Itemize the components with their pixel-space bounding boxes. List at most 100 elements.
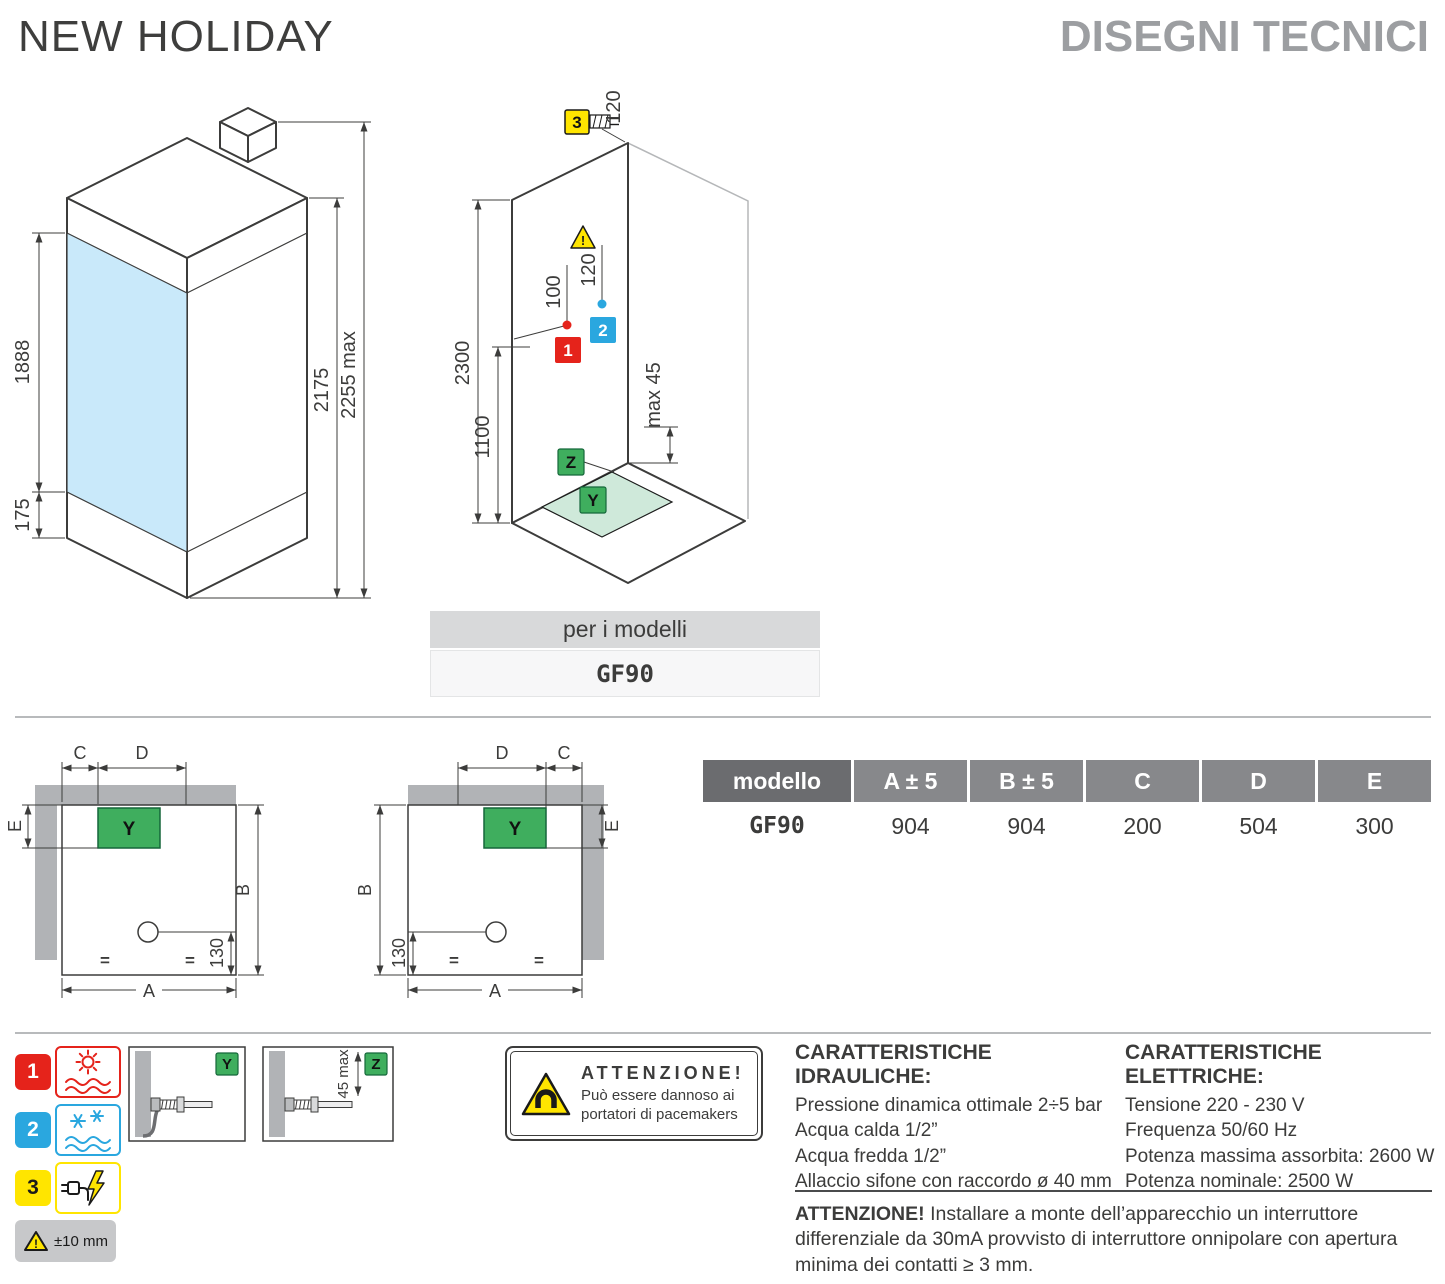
marker-power-label: 3	[572, 113, 581, 132]
hydraulic-title: CARATTERISTICHE IDRAULICHE:	[795, 1041, 992, 1088]
wall-top	[408, 785, 589, 805]
plan-view-right: Y D C E B 130 =	[355, 743, 622, 1001]
hydraulic-line: Pressione dinamica ottimale 2÷5 bar	[795, 1095, 1103, 1116]
dim-e: E	[5, 804, 98, 849]
spec-table-row: GF90 904 904 200 504 300	[703, 802, 1431, 850]
wall-right	[582, 785, 604, 960]
hydraulic-line: Allaccio sifone con raccordo ø 40 mm	[795, 1171, 1112, 1193]
dim-a-label: A	[143, 981, 155, 1001]
dim-a: A	[61, 978, 237, 1001]
cold-water-badge: 2	[15, 1112, 51, 1148]
dim-a-label: A	[489, 981, 501, 1001]
col-header-a: A ± 5	[854, 760, 967, 802]
dim-total-height: 2175	[190, 197, 371, 599]
dim-c-label: C	[74, 743, 87, 763]
dim-b-label: B	[233, 884, 253, 896]
electrical-line: Frequenza 50/60 Hz	[1125, 1120, 1298, 1142]
cabin-body	[66, 107, 308, 599]
col-header-c: C	[1086, 760, 1199, 802]
power-connection-symbol	[589, 114, 626, 143]
tolerance-warning-mark: !	[34, 1237, 38, 1251]
divider-top	[15, 716, 1431, 718]
installation-warning-lead: ATTENZIONE!	[795, 1203, 925, 1225]
dim-c-label: C	[558, 743, 571, 763]
legend-cold-water: 2	[15, 1104, 121, 1156]
hydraulic-features: CARATTERISTICHE IDRAULICHE: Pressione di…	[795, 1041, 1120, 1195]
dim-d: D	[457, 743, 547, 808]
electrical-title: CARATTERISTICHE ELETTRICHE:	[1125, 1041, 1322, 1088]
col-header-modello: modello	[703, 760, 851, 802]
marker-drain: Z	[557, 448, 585, 476]
dim-outlet-height-label: 1100	[472, 415, 494, 458]
electrical-line: Potenza nominale: 2500 W	[1125, 1171, 1354, 1193]
cell-e: 300	[1318, 802, 1431, 850]
power-badge: 3	[15, 1170, 51, 1206]
hot-water-icon	[65, 1049, 111, 1094]
installation-warning-text: Installare a monte dell’apparecchio un i…	[795, 1203, 1398, 1276]
attention-line2: portatori di pacemakers	[581, 1105, 738, 1123]
plan-view-left: Y C D E B 130 =	[5, 743, 264, 1001]
marker-drain-label: Z	[566, 453, 576, 472]
hydraulic-line: Acqua calda 1/2”	[795, 1120, 938, 1142]
dim-cold-offset: 120	[578, 245, 603, 302]
model-name-bar: GF90	[430, 650, 820, 697]
divider-warning	[795, 1190, 1432, 1192]
drain-hole	[485, 921, 507, 943]
marker-cold-label: 2	[598, 321, 607, 340]
hydraulic-line: Acqua fredda 1/2”	[795, 1145, 947, 1167]
attention-title: ATTENZIONE!	[581, 1063, 745, 1084]
drain-leader-line	[583, 461, 615, 473]
dim-hot-offset: 100	[543, 265, 568, 323]
wall-section	[135, 1051, 151, 1137]
col-header-e: E	[1318, 760, 1431, 802]
cell-c: 200	[1086, 802, 1199, 850]
tray-connection-detail: Y	[128, 1046, 246, 1142]
wall-top	[55, 785, 236, 805]
dim-cold-offset-label: 120	[578, 253, 600, 286]
hot-feed-line	[513, 325, 565, 340]
magnet-warning-icon	[521, 1072, 571, 1115]
legend: 1 2	[15, 1046, 121, 1262]
dim-drain-label: 130	[207, 938, 227, 968]
hot-water-icon-box	[55, 1046, 121, 1098]
warning-mark: !	[581, 233, 585, 248]
drain-connection-detail: 45 max Z	[262, 1046, 394, 1142]
dim-hot-offset-label: 100	[543, 275, 565, 308]
dim-b: B	[355, 804, 406, 976]
dim-drain: 130	[158, 931, 236, 975]
marker-tray: Y	[579, 486, 607, 514]
dim-d: D	[98, 743, 187, 805]
wall-section	[269, 1051, 285, 1137]
dim-e-label: E	[602, 820, 622, 832]
electrical-features: CARATTERISTICHE ELETTRICHE: Tensione 220…	[1125, 1041, 1435, 1195]
tolerance-label: ±10 mm	[53, 1232, 109, 1250]
dim-base-height: 175	[12, 492, 65, 539]
installation-drawing: 2300 1100 max 45 120 3	[452, 90, 749, 584]
dim-total-height-label: 2175	[311, 368, 333, 413]
pipe-fitting	[284, 1096, 353, 1113]
wall-left	[35, 785, 57, 960]
dim-power-offset-label: 120	[603, 90, 625, 123]
tray-marker-label: Y	[222, 1056, 232, 1073]
marker-tray-label: Y	[587, 491, 599, 510]
dim-e: E	[546, 804, 622, 849]
drain-marker-label: Z	[371, 1056, 380, 1073]
legend-power: 3	[15, 1162, 121, 1214]
dim-drain-offset: max 45	[628, 362, 678, 464]
drain-marker	[364, 1052, 388, 1076]
equal-mark-left: =	[100, 951, 110, 970]
isometric-cabin-drawing: 1888 175 2175 2255 max	[12, 107, 371, 599]
shower-tray	[540, 471, 674, 538]
dim-drain: 130	[389, 931, 486, 975]
power-icon	[61, 1170, 105, 1206]
dim-max-height-label: 2255 max	[338, 331, 360, 419]
pacemaker-warning-inner: ATTENZIONE! Può essere dannoso ai portat…	[510, 1051, 758, 1136]
dim-drain-label: 130	[389, 938, 409, 968]
dim-glass-height: 1888	[12, 232, 65, 493]
dim-45max: 45 max	[335, 1049, 362, 1099]
tray-marker	[97, 807, 161, 849]
legend-tolerance: ! ±10 mm	[15, 1220, 116, 1262]
dim-wall-height-label: 2300	[452, 341, 474, 386]
tolerance-warning-icon: !	[23, 1231, 48, 1251]
page-subtitle: DISEGNI TECNICI	[1059, 12, 1429, 61]
